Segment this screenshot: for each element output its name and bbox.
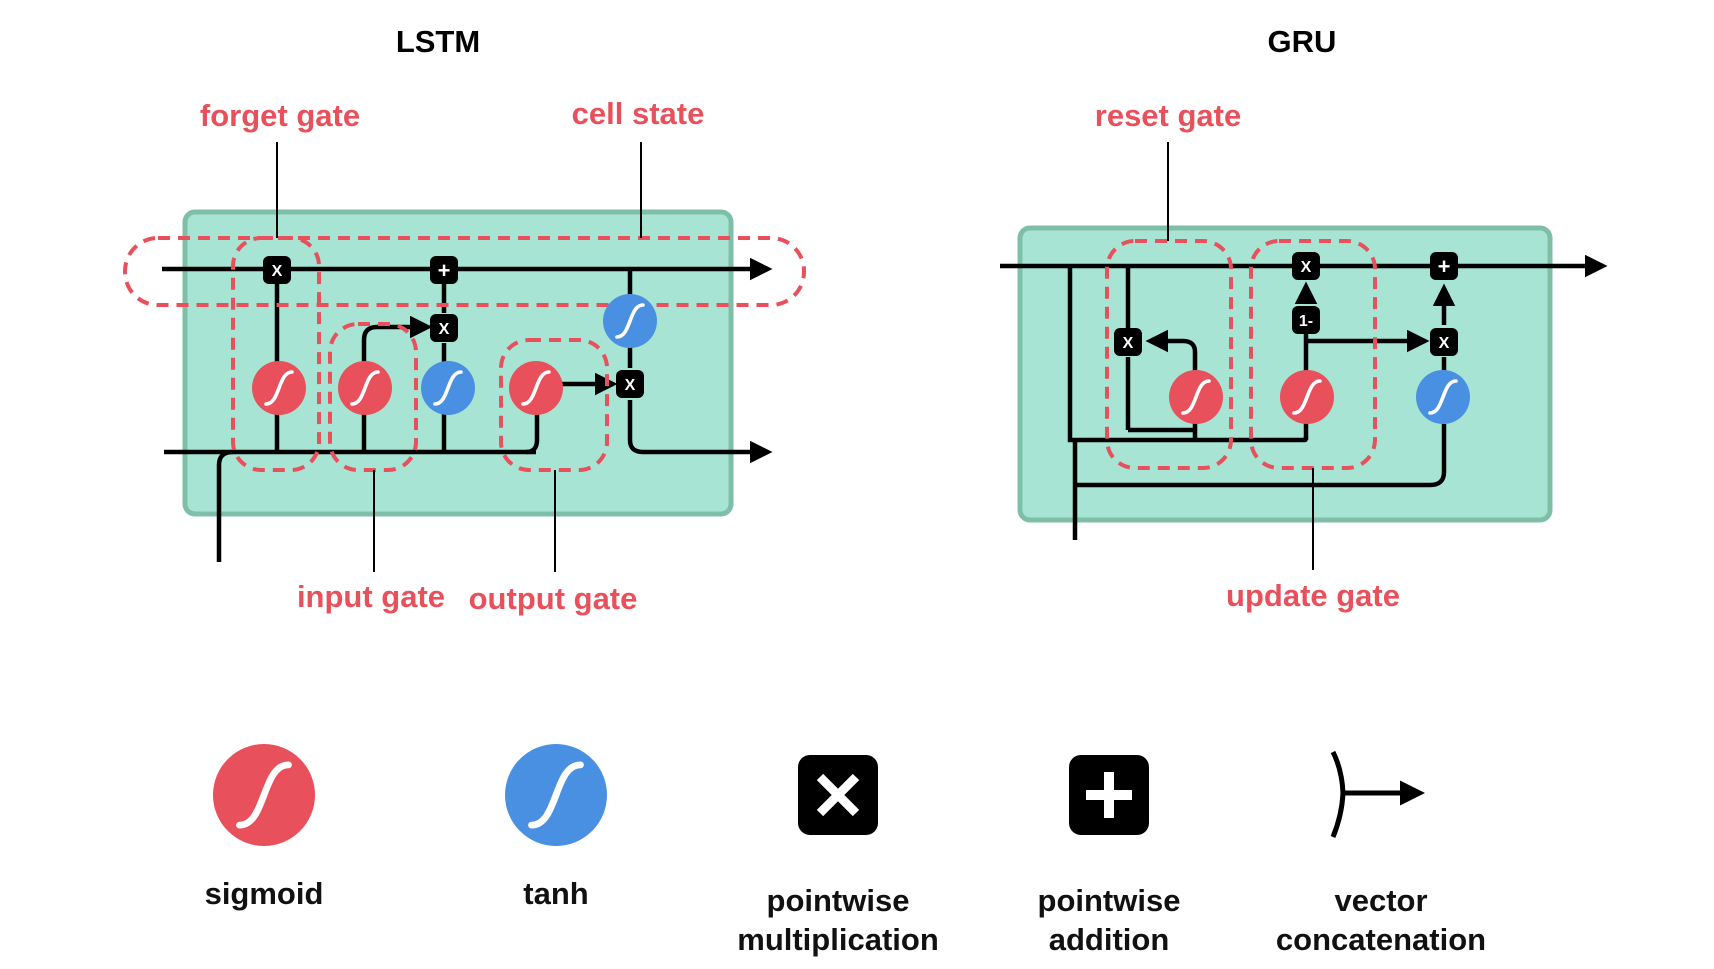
gru-candidate-multiply-icon: X [1430, 328, 1458, 356]
legend-sigmoid: sigmoid [205, 744, 324, 911]
lstm-forget-gate-label: forget gate [200, 98, 360, 133]
gru-reset-sigmoid-icon [1169, 370, 1223, 424]
legend-concat-label-line1: vector [1334, 883, 1427, 918]
svg-text:X: X [1123, 335, 1134, 352]
legend-pointwise-multiplication: pointwise multiplication [737, 755, 939, 957]
lstm-forget-sigmoid-icon [252, 361, 306, 415]
gru-reset-gate-label: reset gate [1095, 98, 1241, 133]
svg-text:1-: 1- [1299, 313, 1313, 330]
legend-mult-label-line2: multiplication [737, 922, 939, 957]
gru-one-minus-icon: 1- [1292, 306, 1320, 334]
lstm-output-multiply-icon: X [616, 370, 644, 398]
legend-pointwise-addition: pointwise addition [1038, 755, 1181, 957]
pointwise-multiplication-icon [798, 755, 878, 835]
gru-leader-lines [1167, 142, 1314, 570]
gru-cell-box [1017, 225, 1553, 523]
lstm-cell-state-label: cell state [572, 96, 705, 131]
lstm-diagram: LSTM [123, 24, 806, 616]
legend-sigmoid-label: sigmoid [205, 876, 324, 911]
legend-add-label-line2: addition [1049, 922, 1170, 957]
gru-candidate-tanh-icon [1416, 370, 1470, 424]
legend-vector-concatenation: vector concatenation [1276, 750, 1486, 957]
gru-reset-multiply-icon: X [1114, 328, 1142, 356]
gru-concat-line-bottom [1075, 424, 1447, 488]
svg-text:X: X [1301, 259, 1312, 276]
svg-text:X: X [439, 321, 450, 338]
lstm-input-gate-label: input gate [297, 579, 445, 614]
gru-state-multiply-icon: X [1292, 252, 1320, 280]
lstm-forget-multiply-icon: X [263, 256, 291, 284]
sigmoid-icon [213, 744, 315, 846]
lstm-output-sigmoid-icon [509, 361, 563, 415]
lstm-input-sigmoid-icon [338, 361, 392, 415]
lstm-forget-gate-outline [231, 236, 321, 472]
svg-text:+: + [438, 258, 451, 283]
gru-add-icon: + [1430, 252, 1458, 280]
svg-text:X: X [272, 263, 283, 280]
lstm-leader-lines [276, 142, 642, 572]
gru-update-gate-label: update gate [1226, 578, 1400, 613]
svg-text:X: X [625, 377, 636, 394]
pointwise-addition-icon [1069, 755, 1149, 835]
lstm-title: LSTM [396, 24, 480, 59]
legend-concat-label-line2: concatenation [1276, 922, 1486, 957]
gru-diagram: GRU [1000, 24, 1608, 613]
gru-update-sigmoid-icon [1280, 370, 1334, 424]
legend-tanh: tanh [505, 744, 607, 911]
vector-concatenation-icon [1330, 750, 1425, 838]
lstm-cell-add-icon: + [430, 256, 458, 284]
legend-add-label-line1: pointwise [1038, 883, 1181, 918]
svg-text:X: X [1439, 335, 1450, 352]
tanh-icon [505, 744, 607, 846]
lstm-cell-tanh-icon [603, 294, 657, 348]
svg-text:+: + [1438, 254, 1451, 279]
gru-reset-gate-outline [1105, 239, 1233, 470]
lstm-output-gate-outline [499, 338, 609, 472]
lstm-input-multiply-icon: X [430, 314, 458, 342]
legend-tanh-label: tanh [523, 876, 588, 911]
legend-mult-label-line1: pointwise [767, 883, 910, 918]
lstm-xt-line [216, 449, 234, 562]
legend: sigmoid tanh pointwise multiplication po… [205, 744, 1486, 957]
lstm-cell-state-outline [123, 236, 806, 307]
lstm-candidate-tanh-icon [421, 361, 475, 415]
lstm-output-gate-label: output gate [469, 581, 638, 616]
gru-title: GRU [1268, 24, 1337, 59]
